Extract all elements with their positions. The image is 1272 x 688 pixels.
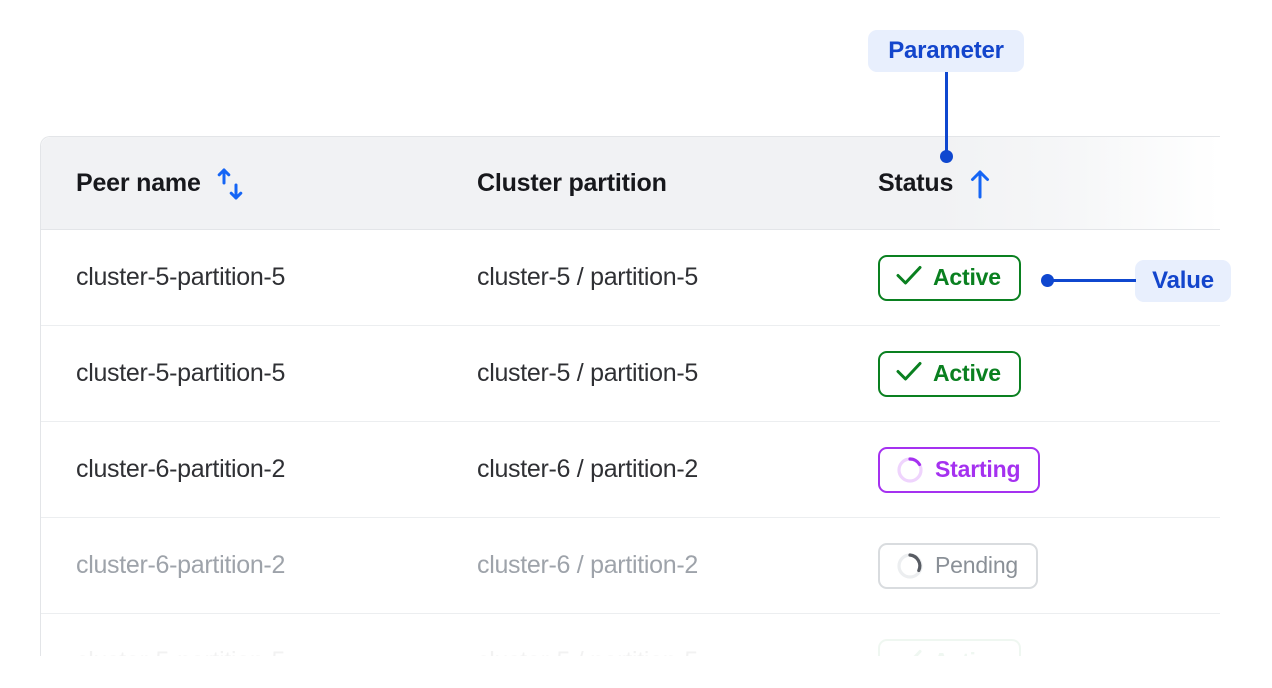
cell-cluster-partition: cluster-5 / partition-5 bbox=[477, 263, 698, 291]
table-row[interactable]: cluster-6-partition-2 cluster-6 / partit… bbox=[41, 518, 1220, 614]
table-row[interactable]: cluster-5-partition-5 cluster-5 / partit… bbox=[41, 614, 1220, 656]
spinner-icon bbox=[896, 456, 924, 484]
annotation-badge-parameter: Parameter bbox=[868, 30, 1024, 72]
sort-ascending-arrow-icon[interactable] bbox=[967, 169, 993, 199]
table-row[interactable]: cluster-5-partition-5 cluster-5 / partit… bbox=[41, 230, 1220, 326]
annotation-anchor-dot-value bbox=[1041, 274, 1054, 287]
check-icon bbox=[896, 264, 922, 291]
status-badge-pending: Pending bbox=[878, 542, 1039, 589]
cell-cluster-partition: cluster-5 / partition-5 bbox=[477, 359, 698, 387]
cell-status: Active bbox=[878, 254, 1021, 301]
cell-peer-name: cluster-5-partition-5 bbox=[76, 263, 286, 291]
check-icon bbox=[896, 648, 922, 656]
cell-peer-name: cluster-6-partition-2 bbox=[76, 455, 286, 483]
column-header-cluster-partition[interactable]: Cluster partition bbox=[477, 137, 667, 230]
column-header-label: Peer name bbox=[76, 169, 201, 197]
status-badge-active: Active bbox=[878, 254, 1021, 301]
annotation-connector-parameter bbox=[945, 72, 948, 154]
status-badge-label: Active bbox=[933, 648, 1001, 656]
check-icon bbox=[896, 360, 922, 387]
status-badge-label: Starting bbox=[935, 456, 1021, 482]
column-header-label: Status bbox=[878, 169, 954, 197]
cell-status: Active bbox=[878, 638, 1021, 656]
cell-cluster-partition: cluster-6 / partition-2 bbox=[477, 455, 698, 483]
spinner-icon bbox=[896, 552, 924, 580]
cell-cluster-partition: cluster-6 / partition-2 bbox=[477, 551, 698, 579]
status-badge-active: Active bbox=[878, 350, 1021, 397]
column-header-label: Cluster partition bbox=[477, 169, 667, 197]
cell-peer-name: cluster-6-partition-2 bbox=[76, 551, 286, 579]
status-badge-label: Active bbox=[933, 264, 1001, 290]
cell-status: Pending bbox=[878, 542, 1039, 589]
column-header-peer-name[interactable]: Peer name bbox=[76, 137, 245, 230]
status-badge-starting: Starting bbox=[878, 446, 1041, 493]
column-header-status[interactable]: Status bbox=[878, 137, 993, 230]
table-header-row: Peer name Cluster partition bbox=[41, 137, 1220, 230]
status-badge-label: Pending bbox=[935, 552, 1019, 578]
sort-both-arrows-icon[interactable] bbox=[215, 167, 245, 201]
cell-status: Starting bbox=[878, 446, 1041, 493]
annotation-anchor-dot-parameter bbox=[940, 150, 953, 163]
annotation-badge-value: Value bbox=[1135, 260, 1231, 302]
annotation-connector-value bbox=[1052, 279, 1136, 282]
cell-cluster-partition: cluster-5 / partition-5 bbox=[477, 647, 698, 656]
cell-peer-name: cluster-5-partition-5 bbox=[76, 647, 285, 656]
table-row[interactable]: cluster-5-partition-5 cluster-5 / partit… bbox=[41, 326, 1220, 422]
cell-status: Active bbox=[878, 350, 1021, 397]
status-badge-active: Active bbox=[878, 638, 1021, 656]
table-row[interactable]: cluster-6-partition-2 cluster-6 / partit… bbox=[41, 422, 1220, 518]
cell-peer-name: cluster-5-partition-5 bbox=[76, 359, 286, 387]
status-badge-label: Active bbox=[933, 360, 1001, 386]
peers-table: Peer name Cluster partition bbox=[40, 136, 1220, 656]
